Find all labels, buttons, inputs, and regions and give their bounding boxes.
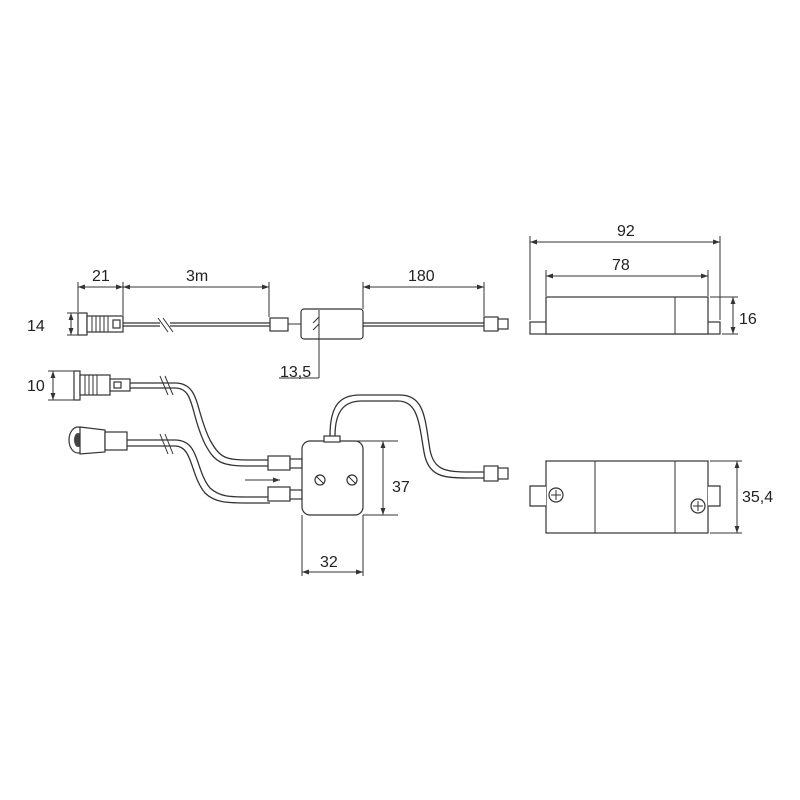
distributor-output-cable — [329, 394, 509, 482]
distributor-box — [301, 435, 364, 516]
dim-78-label: 78 — [612, 257, 630, 274]
dim-35-4-label: 35,4 — [742, 489, 773, 506]
dim-driver-height: 16 — [710, 296, 757, 335]
driver-body-side — [545, 296, 709, 335]
dim-driver-total: 92 — [529, 223, 721, 320]
right-mounting-tab — [708, 485, 721, 507]
dim-lead-length: 180 — [362, 268, 485, 316]
top-inline-block — [300, 308, 364, 340]
dim-distributor-width: 32 — [301, 515, 364, 576]
dim-14-label: 14 — [27, 318, 45, 335]
dim-3m-label: 3m — [186, 268, 208, 285]
top-left-plug — [77, 312, 124, 336]
dim-distributor-height: 37 — [345, 440, 410, 516]
driver-top-view — [529, 460, 721, 534]
driver-side-view — [529, 296, 721, 335]
dim-cable-length: 3m — [123, 268, 270, 317]
dim-connector-height: 14 — [27, 312, 78, 336]
sensor-cables — [127, 375, 270, 504]
dim-10-label: 10 — [27, 378, 45, 395]
dim-13-5-label: 13,5 — [280, 364, 311, 381]
dim-driver-width: 35,4 — [710, 460, 773, 534]
dim-92-label: 92 — [617, 223, 635, 240]
top-middle-connector — [269, 317, 289, 332]
top-end-connector — [483, 316, 509, 332]
driver-body-top — [545, 460, 709, 534]
dim-driver-body: 78 — [545, 257, 709, 296]
sensor-lower — [68, 426, 128, 455]
dim-180-label: 180 — [408, 268, 435, 285]
dim-32-label: 32 — [320, 554, 338, 571]
dim-21-label: 21 — [92, 268, 110, 285]
left-mounting-tab — [529, 485, 546, 507]
dim-16-label: 16 — [739, 311, 757, 328]
dim-sensor-diameter: 10 — [27, 370, 74, 401]
dim-block-width: 13,5 — [279, 310, 320, 381]
dim-connector-length: 21 — [77, 268, 124, 315]
top-cable-assembly — [77, 308, 509, 340]
distributor-input-connectors — [245, 455, 303, 502]
dim-37-label: 37 — [392, 479, 410, 496]
sensor-upper — [73, 370, 131, 401]
